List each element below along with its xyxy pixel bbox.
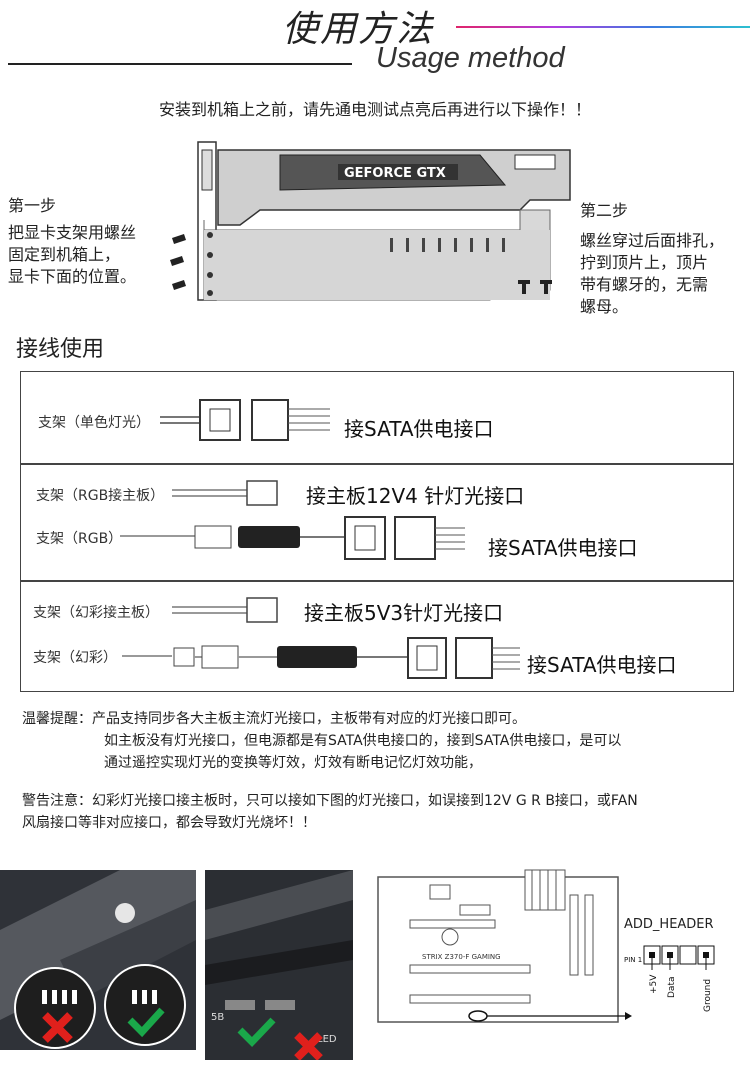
step2-line: 带有螺牙的，无需 [580,275,709,294]
wire-label-mono: 支架（单色灯光） [38,415,150,431]
check-mark-icon [127,1007,165,1038]
step1-line: 把显卡支架用螺丝 [8,223,137,242]
pin1-label: PIN 1 [624,956,642,964]
title-divider-line [8,63,352,65]
screw-icon [518,280,552,294]
rgb-4pin-connector [172,480,278,506]
wiring-panel-rgb [20,463,734,582]
tip-line: 如主板没有灯光接口，但电源都是有SATA供电接口的，接到SATA供电接口，是可以 [104,733,622,749]
wire-label-argb-board: 支架（幻彩接主板） [33,605,159,621]
gpu-brand-label: GEFORCE GTX [344,166,446,181]
check-mark-icon [237,1017,276,1048]
pin-label-data: Data [667,977,677,999]
wrong-mark-icon [42,1012,73,1043]
wire-target-sata-2: 接SATA供电接口 [488,536,638,560]
step2-line: 螺丝穿过后面排孔， [580,231,725,250]
wire-label-argb: 支架（幻彩） [33,650,117,666]
add-header-title: ADD_HEADER [624,917,714,932]
page-title-en: Usage method [376,42,565,74]
wire-target-5v3: 接主板5V3针灯光接口 [304,601,504,625]
rgb-sata-connector [120,516,465,560]
install-notice: 安装到机箱上之前，请先通电测试点亮后再进行以下操作！！ [158,100,591,119]
tips-text: 温馨提醒：产品支持同步各大主板主流灯光接口，主板带有对应的灯光接口即可。 如主板… [22,708,621,774]
warning-text: 警告注意：幻彩灯光接口接主板时，只可以接如下图的灯光接口，如误接到12V G R… [22,790,638,834]
photo-silkscreen-label: 5B [211,1012,224,1023]
wiring-heading: 接线使用 [16,337,105,362]
wire-target-sata-1: 接SATA供电接口 [344,417,494,441]
sata-connector-illustration [160,399,330,441]
step1-line: 固定到机箱上， [8,245,121,264]
warning-line: 风扇接口等非对应接口，都会导致灯光烧坏！！ [22,815,316,831]
plate-hole-row [390,238,505,252]
photo-silkscreen-label: LED [317,1034,337,1045]
pin-label-5v: +5V [649,974,659,994]
board-model-label: STRIX Z370-F GAMING [422,953,501,961]
motherboard-photo-1 [0,870,196,1050]
warning-line: 警告注意：幻彩灯光接口接主板时，只可以接如下图的灯光接口，如误接到12V G R… [22,793,638,809]
wire-label-rgb: 支架（RGB） [36,531,123,547]
add-header-pinout: PIN 1 +5V Data Ground [624,945,715,1012]
motherboard-layout-diagram: STRIX Z370-F GAMING [370,865,632,1027]
step1-text: 把显卡支架用螺丝 固定到机箱上， 显卡下面的位置。 [8,222,136,288]
wire-label-rgb-board: 支架（RGB接主板） [36,488,165,504]
gpu-install-illustration: GEFORCE GTX [170,141,571,301]
page-title-cn: 使用方法 [282,9,435,50]
step2-text: 螺丝穿过后面排孔， 拧到顶片上，顶片 带有螺牙的，无需 螺母。 [580,230,724,318]
arrow-right-icon [625,1012,632,1020]
tip-line: 通过遥控实现灯光的变换等灯效，灯效有断电记忆灯效功能， [104,755,482,771]
motherboard-photo-2: 5B LED [205,870,353,1060]
wire-target-12v4: 接主板12V4 针灯光接口 [306,484,525,508]
step1-title: 第一步 [8,196,57,215]
step2-line: 螺母。 [580,297,629,316]
pin-label-ground: Ground [703,979,713,1012]
wire-target-sata-3: 接SATA供电接口 [527,653,677,677]
step2-line: 拧到顶片上，顶片 [580,253,709,272]
title-rainbow-line [456,26,750,28]
argb-sata-connector [122,637,520,679]
screw-icon [170,234,186,290]
wiring-panel-mono [20,371,734,465]
argb-3pin-connector [172,597,278,623]
step2-title: 第二步 [580,201,629,220]
wrong-mark-icon [294,1032,323,1060]
wiring-panel-argb [20,580,734,692]
tip-line: 温馨提醒：产品支持同步各大主板主流灯光接口，主板带有对应的灯光接口即可。 [22,711,526,727]
step1-line: 显卡下面的位置。 [8,267,137,286]
